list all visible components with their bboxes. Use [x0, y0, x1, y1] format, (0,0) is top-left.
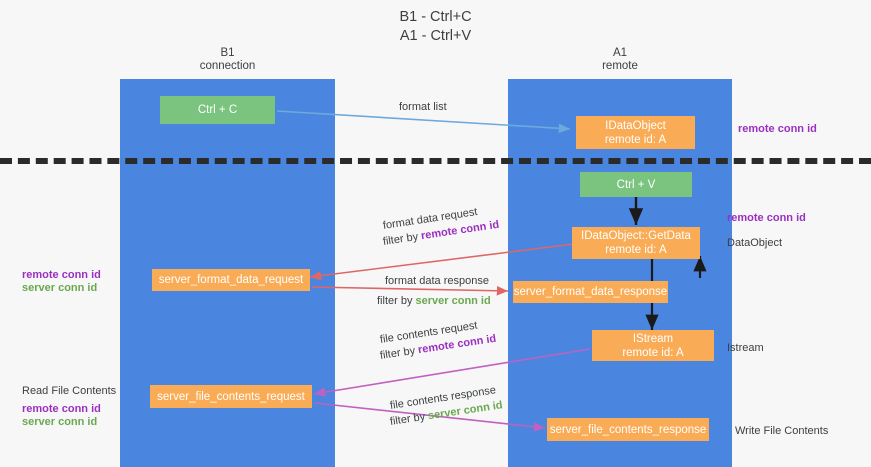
- annotation-left-remote-conn-id: remote conn id: [22, 269, 101, 281]
- node-idataobject[interactable]: IDataObject remote id: A: [576, 116, 695, 149]
- filter-key-server-conn-id: server conn id: [415, 295, 491, 307]
- filter-prefix: filter by: [389, 410, 429, 428]
- edge-label-format-list: format list: [399, 101, 447, 113]
- node-server-format-data-response[interactable]: server_format_data_response: [513, 281, 668, 303]
- phase-separator-dashed-line: [0, 158, 871, 164]
- node-server-file-contents-response[interactable]: server_file_contents_response: [547, 418, 709, 441]
- filter-prefix: filter by: [382, 230, 422, 248]
- edge-label-format-data-request-group: format data request filter by remote con…: [382, 206, 500, 249]
- node-idataobject-getdata[interactable]: IDataObject::GetData remote id: A: [572, 227, 700, 259]
- node-server-file-contents-request[interactable]: server_file_contents_request: [150, 385, 312, 408]
- node-ctrl-c[interactable]: Ctrl + C: [160, 96, 275, 124]
- node-server-format-data-request[interactable]: server_format_data_request: [152, 269, 310, 291]
- annotation-left-read-file-contents: Read File Contents: [22, 385, 117, 397]
- node-ctrl-v[interactable]: Ctrl + V: [580, 172, 692, 197]
- edge-label-format-data-response-group: format data response filter by server co…: [377, 274, 491, 308]
- annotation-left-remote-conn-id-2: remote conn id: [22, 403, 101, 415]
- edge-label-file-contents-request-group: file contents request filter by remote c…: [379, 320, 497, 363]
- annotation-right-write-file-contents: Write File Contents: [735, 425, 829, 437]
- column-header-b1: B1 connection: [199, 47, 256, 72]
- edge-label-format-data-response-filter: filter by server conn id: [377, 294, 491, 308]
- filter-prefix: filter by: [379, 344, 419, 362]
- edge-label-format-data-response: format data response: [385, 275, 489, 287]
- annotation-left-server-conn-id: server conn id: [22, 282, 98, 294]
- edge-label-file-contents-response-group: file contents response filter by server …: [389, 384, 504, 429]
- annotation-right-istream: Istream: [727, 342, 764, 354]
- page-title: B1 - Ctrl+C A1 - Ctrl+V: [399, 9, 472, 44]
- filter-prefix: filter by: [377, 295, 416, 307]
- annotation-right-data-object: DataObject: [727, 237, 783, 249]
- column-header-a1: A1 remote: [602, 47, 638, 72]
- annotation-right-remote-conn-id-top: remote conn id: [738, 123, 817, 135]
- node-istream[interactable]: IStream remote id: A: [592, 330, 714, 361]
- annotation-left-server-conn-id-2: server conn id: [22, 416, 98, 428]
- annotation-right-remote-conn-id-mid: remote conn id: [727, 212, 806, 224]
